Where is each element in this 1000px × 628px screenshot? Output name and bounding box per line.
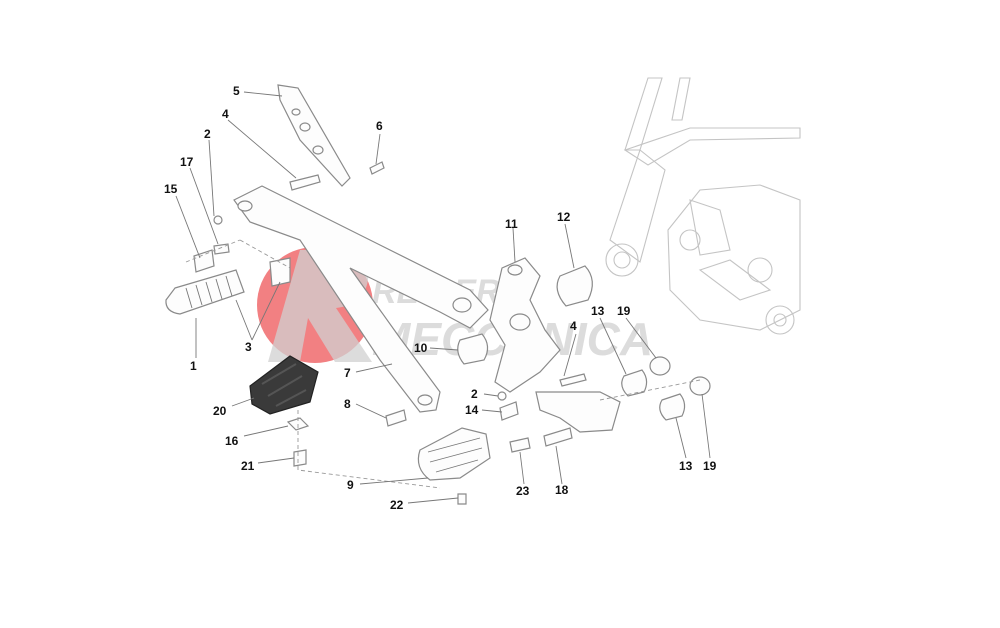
callout-12: 12	[557, 210, 571, 224]
callout-1: 1	[190, 359, 197, 373]
callout-2-right: 2	[471, 387, 478, 401]
callout-5: 5	[233, 84, 240, 98]
callout-15: 15	[164, 182, 178, 196]
callout-23: 23	[516, 484, 530, 498]
nut-2-left	[213, 215, 223, 225]
footpeg-rubber	[165, 269, 245, 315]
callout-22: 22	[390, 498, 404, 512]
pin-top	[289, 174, 321, 191]
callout-19-lower: 19	[703, 459, 717, 473]
bushing-13-upper	[621, 369, 648, 397]
spring-14	[499, 401, 519, 421]
callout-4-right: 4	[570, 319, 577, 333]
clip-15	[193, 249, 215, 273]
bushing-12	[556, 265, 593, 307]
callout-10: 10	[414, 341, 428, 355]
callout-8: 8	[344, 397, 351, 411]
parts	[165, 84, 711, 505]
bolt-22	[457, 493, 467, 505]
bolt-23	[509, 437, 531, 453]
callout-21: 21	[241, 459, 255, 473]
footpeg-bracket	[233, 185, 489, 413]
bolt-18	[543, 427, 573, 447]
callout-labels: 1 2 2 3 4 4 5 6 7 8 9 10 11 12 13 13 14 …	[164, 84, 717, 512]
spacer-21	[293, 449, 307, 467]
callout-9: 9	[347, 478, 354, 492]
callout-19-upper: 19	[617, 304, 631, 318]
callout-7: 7	[344, 366, 351, 380]
washer-19-upper	[649, 356, 671, 376]
callout-14: 14	[465, 403, 479, 417]
nut-2-right	[497, 391, 507, 401]
bolt-6	[369, 161, 385, 175]
rear-peg-bracket	[535, 391, 621, 433]
callout-11: 11	[505, 217, 518, 231]
callout-16: 16	[225, 434, 239, 448]
bolt-8	[385, 409, 407, 427]
callout-20: 20	[213, 404, 227, 418]
callout-3: 3	[245, 340, 252, 354]
footpeg-9	[417, 427, 491, 481]
callout-2-left: 2	[204, 127, 211, 141]
callout-17: 17	[180, 155, 194, 169]
spacer-10	[457, 333, 489, 365]
heel-guard-plate	[277, 84, 351, 187]
frame-and-engine	[605, 77, 801, 335]
pin-4-right	[559, 373, 587, 387]
callout-4-top: 4	[222, 107, 229, 121]
leader-lines	[175, 91, 711, 504]
spring-17	[213, 243, 230, 255]
bushing-13-lower	[659, 393, 686, 421]
callout-18: 18	[555, 483, 569, 497]
callout-13-lower: 13	[679, 459, 693, 473]
washer-19-lower	[689, 376, 711, 396]
callout-13-upper: 13	[591, 304, 605, 318]
footpeg-rubber-pad	[249, 355, 319, 415]
callout-6: 6	[376, 119, 383, 133]
